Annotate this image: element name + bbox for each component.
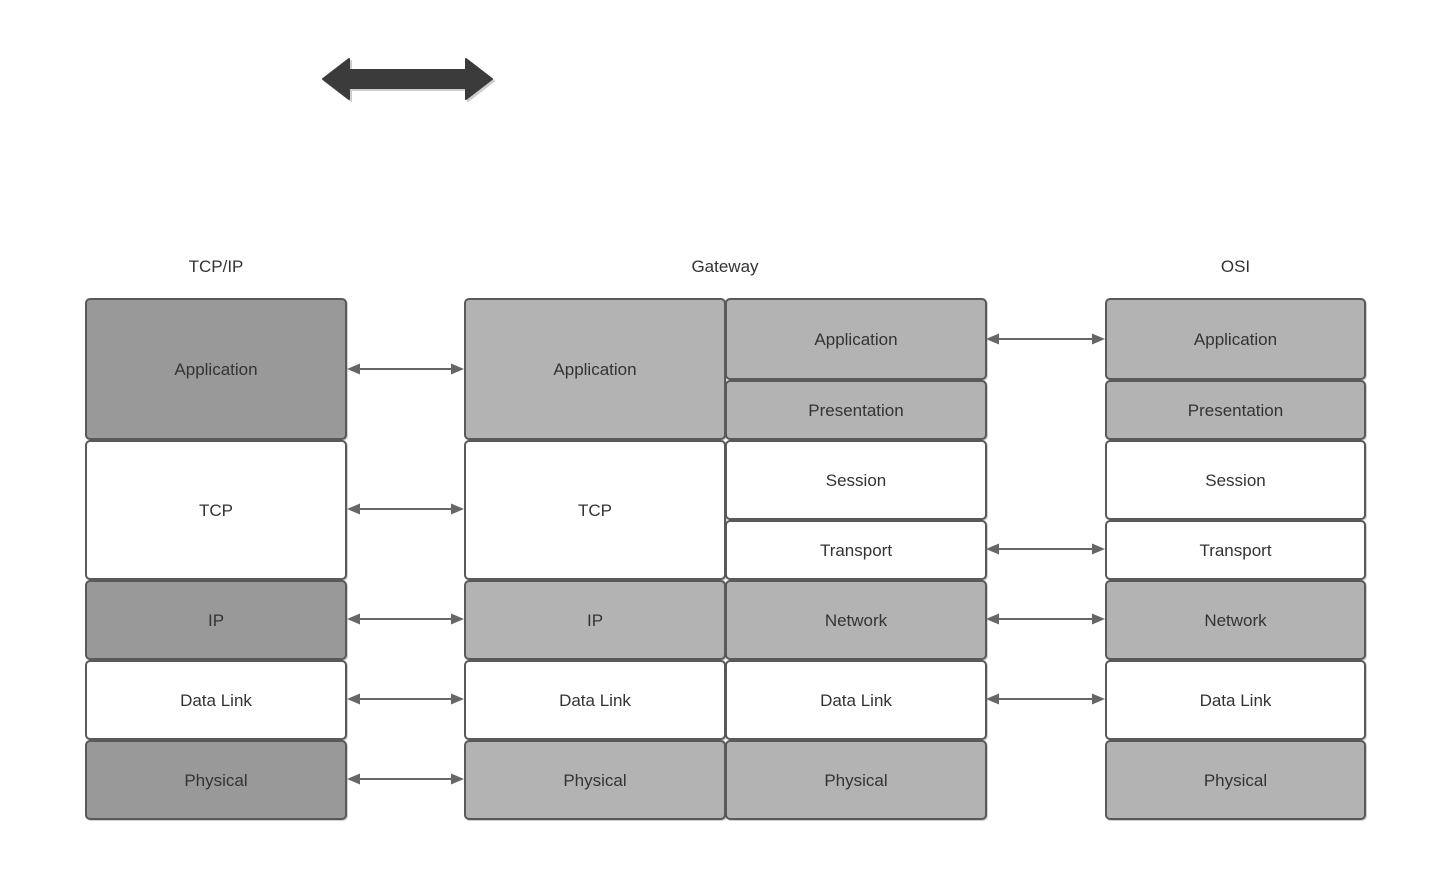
gateway-left-layer-tcp[interactable]: TCP [464, 440, 726, 580]
connector-tcpip-gateway-ip [347, 613, 464, 625]
gateway-right-layer-presentation[interactable]: Presentation [725, 380, 987, 440]
gateway-left-layer-ip[interactable]: IP [464, 580, 726, 660]
column-title-osi: OSI [1220, 257, 1251, 276]
gateway-right-layer-network[interactable]: Network [725, 580, 987, 660]
gateway-right-layer-data-link[interactable]: Data Link [725, 660, 987, 740]
osi-layer-application[interactable]: Application [1105, 298, 1366, 380]
column-title-tcpip: TCP/IP [188, 257, 244, 276]
tcpip-layer-application[interactable]: Application [85, 298, 347, 440]
bidirectional-arrow-icon [322, 58, 495, 102]
connector-gateway-osi-network [986, 613, 1105, 625]
gateway-left-layer-application[interactable]: Application [464, 298, 726, 440]
osi-layer-session[interactable]: Session [1105, 440, 1366, 520]
osi-layer-presentation[interactable]: Presentation [1105, 380, 1366, 440]
tcpip-layer-ip[interactable]: IP [85, 580, 347, 660]
osi-layer-transport[interactable]: Transport [1105, 520, 1366, 580]
connector-tcpip-gateway-tcp [347, 503, 464, 515]
connector-gateway-osi-data-link [986, 693, 1105, 705]
tcpip-layer-physical[interactable]: Physical [85, 740, 347, 820]
tcpip-layer-data-link[interactable]: Data Link [85, 660, 347, 740]
gateway-right-layer-application[interactable]: Application [725, 298, 987, 380]
gateway-right-layer-physical[interactable]: Physical [725, 740, 987, 820]
column-title-gateway: Gateway [691, 257, 759, 276]
connector-tcpip-gateway-physical [347, 773, 464, 785]
osi-layer-network[interactable]: Network [1105, 580, 1366, 660]
gateway-left-layer-physical[interactable]: Physical [464, 740, 726, 820]
tcpip-layer-tcp[interactable]: TCP [85, 440, 347, 580]
gateway-right-layer-session[interactable]: Session [725, 440, 987, 520]
connector-tcpip-gateway-data-link [347, 693, 464, 705]
osi-layer-physical[interactable]: Physical [1105, 740, 1366, 820]
connector-gateway-osi-application [986, 333, 1105, 345]
connector-tcpip-gateway-application [347, 363, 464, 375]
gateway-left-layer-data-link[interactable]: Data Link [464, 660, 726, 740]
connector-gateway-osi-transport [986, 543, 1105, 555]
osi-layer-data-link[interactable]: Data Link [1105, 660, 1366, 740]
gateway-right-layer-transport[interactable]: Transport [725, 520, 987, 580]
